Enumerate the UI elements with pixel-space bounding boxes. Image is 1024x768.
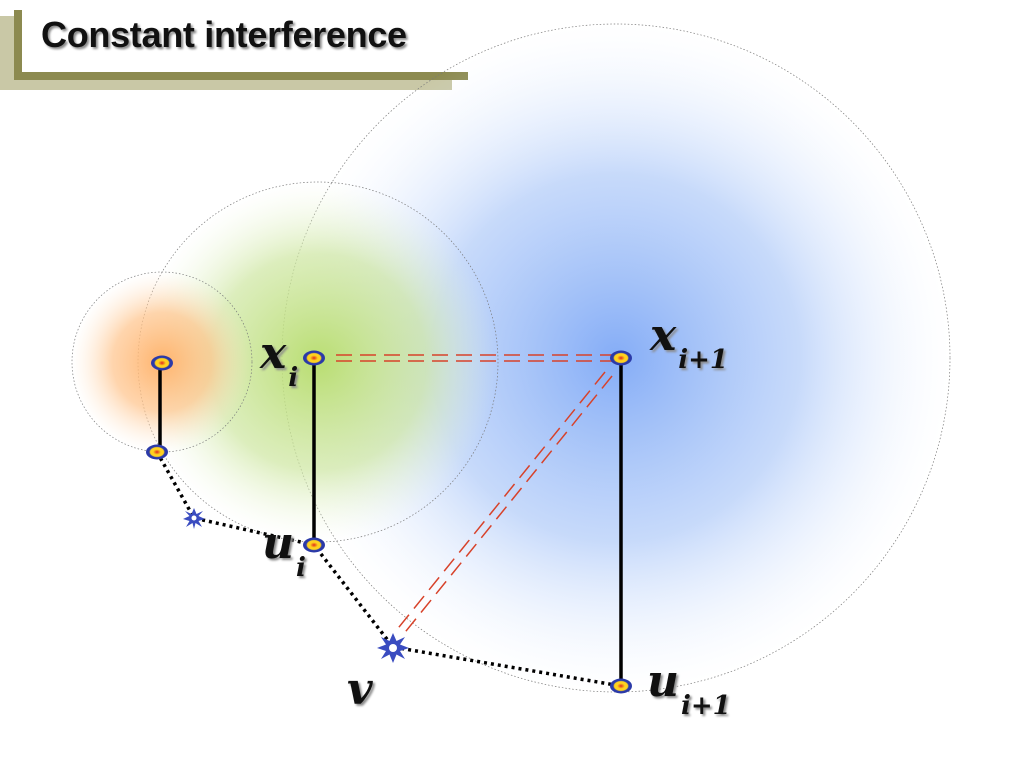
node-top-left (151, 355, 173, 371)
label-u-i1: ui+1 (647, 656, 731, 721)
node-bottom-left (146, 444, 168, 460)
node-u-i1 (610, 678, 632, 694)
star-node-small (183, 508, 205, 529)
node-u-i (303, 537, 325, 553)
label-x-i: xi (260, 328, 299, 393)
label-u-i: ui (262, 518, 306, 583)
label-x-i1: xi+1 (650, 310, 728, 375)
label-v: v (347, 664, 373, 715)
vertical-edges (158, 360, 623, 686)
node-x-i (303, 350, 325, 366)
star-node-v (377, 633, 409, 663)
red-dashed-link-xi1-v (394, 371, 613, 637)
page-title: Constant interference (41, 14, 407, 55)
title-frame (14, 10, 468, 80)
red-dashed-link-xi-xi1 (336, 354, 612, 362)
node-x-i1 (610, 350, 632, 366)
